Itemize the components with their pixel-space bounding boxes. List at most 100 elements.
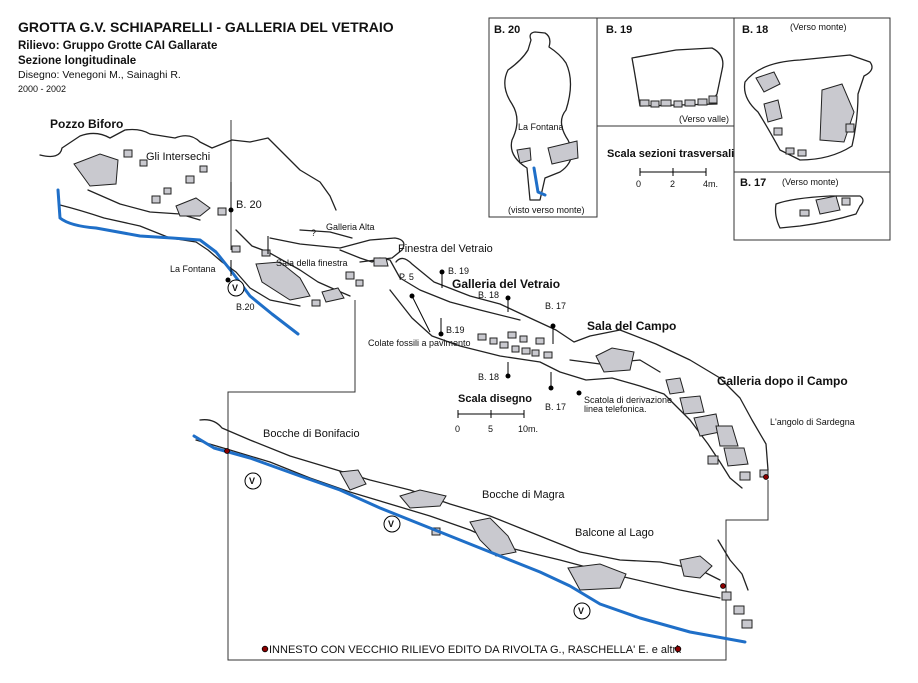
section-b19-id: B. 19: [606, 24, 632, 36]
survey-credit: Rilievo: Gruppo Grotte CAI Gallarate: [18, 40, 217, 52]
label-galleria-vetraio: Galleria del Vetraio: [452, 277, 560, 291]
boulder: [175, 197, 211, 217]
place-labels: Pozzo Biforo Gli Intersechi ? Galleria A…: [50, 117, 855, 539]
label-bocche-bonifacio: Bocche di Bonifacio: [263, 428, 360, 440]
section-b18-boulder: [763, 99, 783, 123]
section-b18-outline: [743, 54, 873, 161]
section-b20-water: [532, 166, 547, 197]
marker-b20-top: B. 20: [236, 199, 262, 211]
label-galleria-dopo: Galleria dopo il Campo: [717, 374, 848, 388]
section-b17-frame: [733, 171, 891, 241]
drawing-scale-tick-0: 0: [455, 424, 460, 434]
boulder: [321, 287, 345, 303]
boulder: [339, 469, 367, 491]
section-b19-floor-blocks: [639, 95, 718, 108]
section-b19-note: (Verso valle): [679, 114, 729, 124]
marker-b18-a: B. 18: [478, 290, 499, 300]
marker-b18-b: B. 18: [478, 372, 499, 382]
boulder: [595, 347, 635, 373]
boulder: [373, 257, 389, 267]
footer: INNESTO CON VECCHIO RILIEVO EDITO DA RIV…: [261, 644, 682, 656]
lower-passage: [195, 419, 753, 629]
flow-marker-v: V: [578, 606, 584, 616]
middle-passage: [389, 257, 769, 489]
flow-marker-v: V: [232, 283, 238, 293]
junction-marker: [224, 448, 230, 454]
section-markers: B. 20 B.20 B. 19 B. 18 B. 17 B.19 B. 18 …: [225, 182, 582, 412]
section-type: Sezione longitudinale: [18, 55, 136, 67]
label-colate: Colate fossili a pavimento: [368, 338, 471, 348]
cross-sections-panel: B. 20 La Fontana (visto verso monte) B. …: [488, 17, 891, 241]
section-b20-id: B. 20: [494, 24, 520, 36]
section-b20-note: (visto verso monte): [508, 205, 585, 215]
boulder: [255, 261, 311, 301]
label-bocche-magra: Bocche di Magra: [482, 489, 565, 501]
map-title: GROTTA G.V. SCHIAPARELLI - GALLERIA DEL …: [18, 19, 394, 35]
label-scatola: Scatola di derivazione: [584, 395, 672, 405]
section-b17-outline: [774, 195, 864, 229]
transversal-scale-title: Scala sezioni trasversali: [607, 148, 734, 160]
label-finestra-vetraio: Finestra del Vetraio: [398, 243, 493, 255]
survey-years: 2000 - 2002: [18, 84, 66, 94]
water-streams: [56, 188, 747, 644]
section-b20-outline: [504, 31, 573, 201]
upper-stream: [56, 188, 300, 336]
boulder: [723, 447, 749, 467]
drawing-scale-tick-5: 5: [488, 424, 493, 434]
survey-boundary: [227, 120, 769, 661]
section-b18-boulder: [755, 71, 781, 93]
marker-b19-a: B. 19: [448, 266, 469, 276]
boulder: [665, 377, 685, 395]
label-angolo-sardegna: L'angolo di Sardegna: [770, 417, 855, 427]
label-linea: linea telefonica.: [584, 404, 647, 414]
boulder: [693, 413, 721, 437]
section-b17-note: (Verso monte): [782, 177, 839, 187]
section-b18-note: (Verso monte): [790, 22, 847, 32]
transversal-scale-tick-2: 2: [670, 179, 675, 189]
boulder: [73, 153, 119, 187]
label-gli-intersechi: Gli Intersechi: [146, 151, 210, 163]
section-b20-label: La Fontana: [518, 122, 564, 132]
label-galleria-alta: Galleria Alta: [326, 222, 375, 232]
section-b20-boulder: [547, 140, 579, 165]
flow-marker-v: V: [249, 476, 255, 486]
label-question: ?: [311, 228, 316, 238]
drawing-scale-title: Scala disegno: [458, 393, 532, 405]
label-sala-finestra: Sala della finestra: [276, 258, 348, 268]
boulder: [679, 395, 705, 415]
section-b18-boulder: [819, 83, 855, 143]
transversal-scale-tick-4: 4m.: [703, 179, 718, 189]
floor-blocks: [477, 331, 553, 359]
marker-b19-b: B.19: [446, 325, 465, 335]
marker-b20-low: B.20: [236, 302, 255, 312]
label-p5: P. 5: [399, 272, 414, 282]
header-block: GROTTA G.V. SCHIAPARELLI - GALLERIA DEL …: [18, 19, 394, 94]
drawing-scale: Scala disegno 0 5 10m.: [455, 393, 538, 434]
label-la-fontana: La Fontana: [170, 264, 216, 274]
marker-b17-b: B. 17: [545, 402, 566, 412]
boulder: [399, 489, 447, 509]
section-b20-boulder: [516, 147, 532, 164]
marker-b17-a: B. 17: [545, 301, 566, 311]
footer-note: INNESTO CON VECCHIO RILIEVO EDITO DA RIV…: [269, 644, 682, 656]
drawing-scale-tick-10: 10m.: [518, 424, 538, 434]
junction-marker: [763, 474, 769, 480]
flow-markers: V V V V: [227, 279, 591, 620]
upper-passage: [39, 128, 521, 321]
label-sala-campo: Sala del Campo: [587, 319, 676, 333]
lower-stream: [192, 434, 747, 644]
section-b17-boulder: [815, 195, 841, 215]
section-b17-id: B. 17: [740, 177, 766, 189]
boulder: [567, 563, 627, 591]
boulder: [679, 555, 713, 579]
junction-marker: [720, 583, 726, 589]
label-pozzo-biforo: Pozzo Biforo: [50, 117, 123, 131]
section-b18-frame: [733, 17, 891, 173]
boulder: [715, 425, 739, 447]
flow-marker-v: V: [388, 519, 394, 529]
drawing-credit: Disegno: Venegoni M., Sainaghi R.: [18, 69, 181, 81]
transversal-scale-tick-0: 0: [636, 179, 641, 189]
label-balcone-lago: Balcone al Lago: [575, 527, 654, 539]
section-b18-id: B. 18: [742, 24, 768, 36]
